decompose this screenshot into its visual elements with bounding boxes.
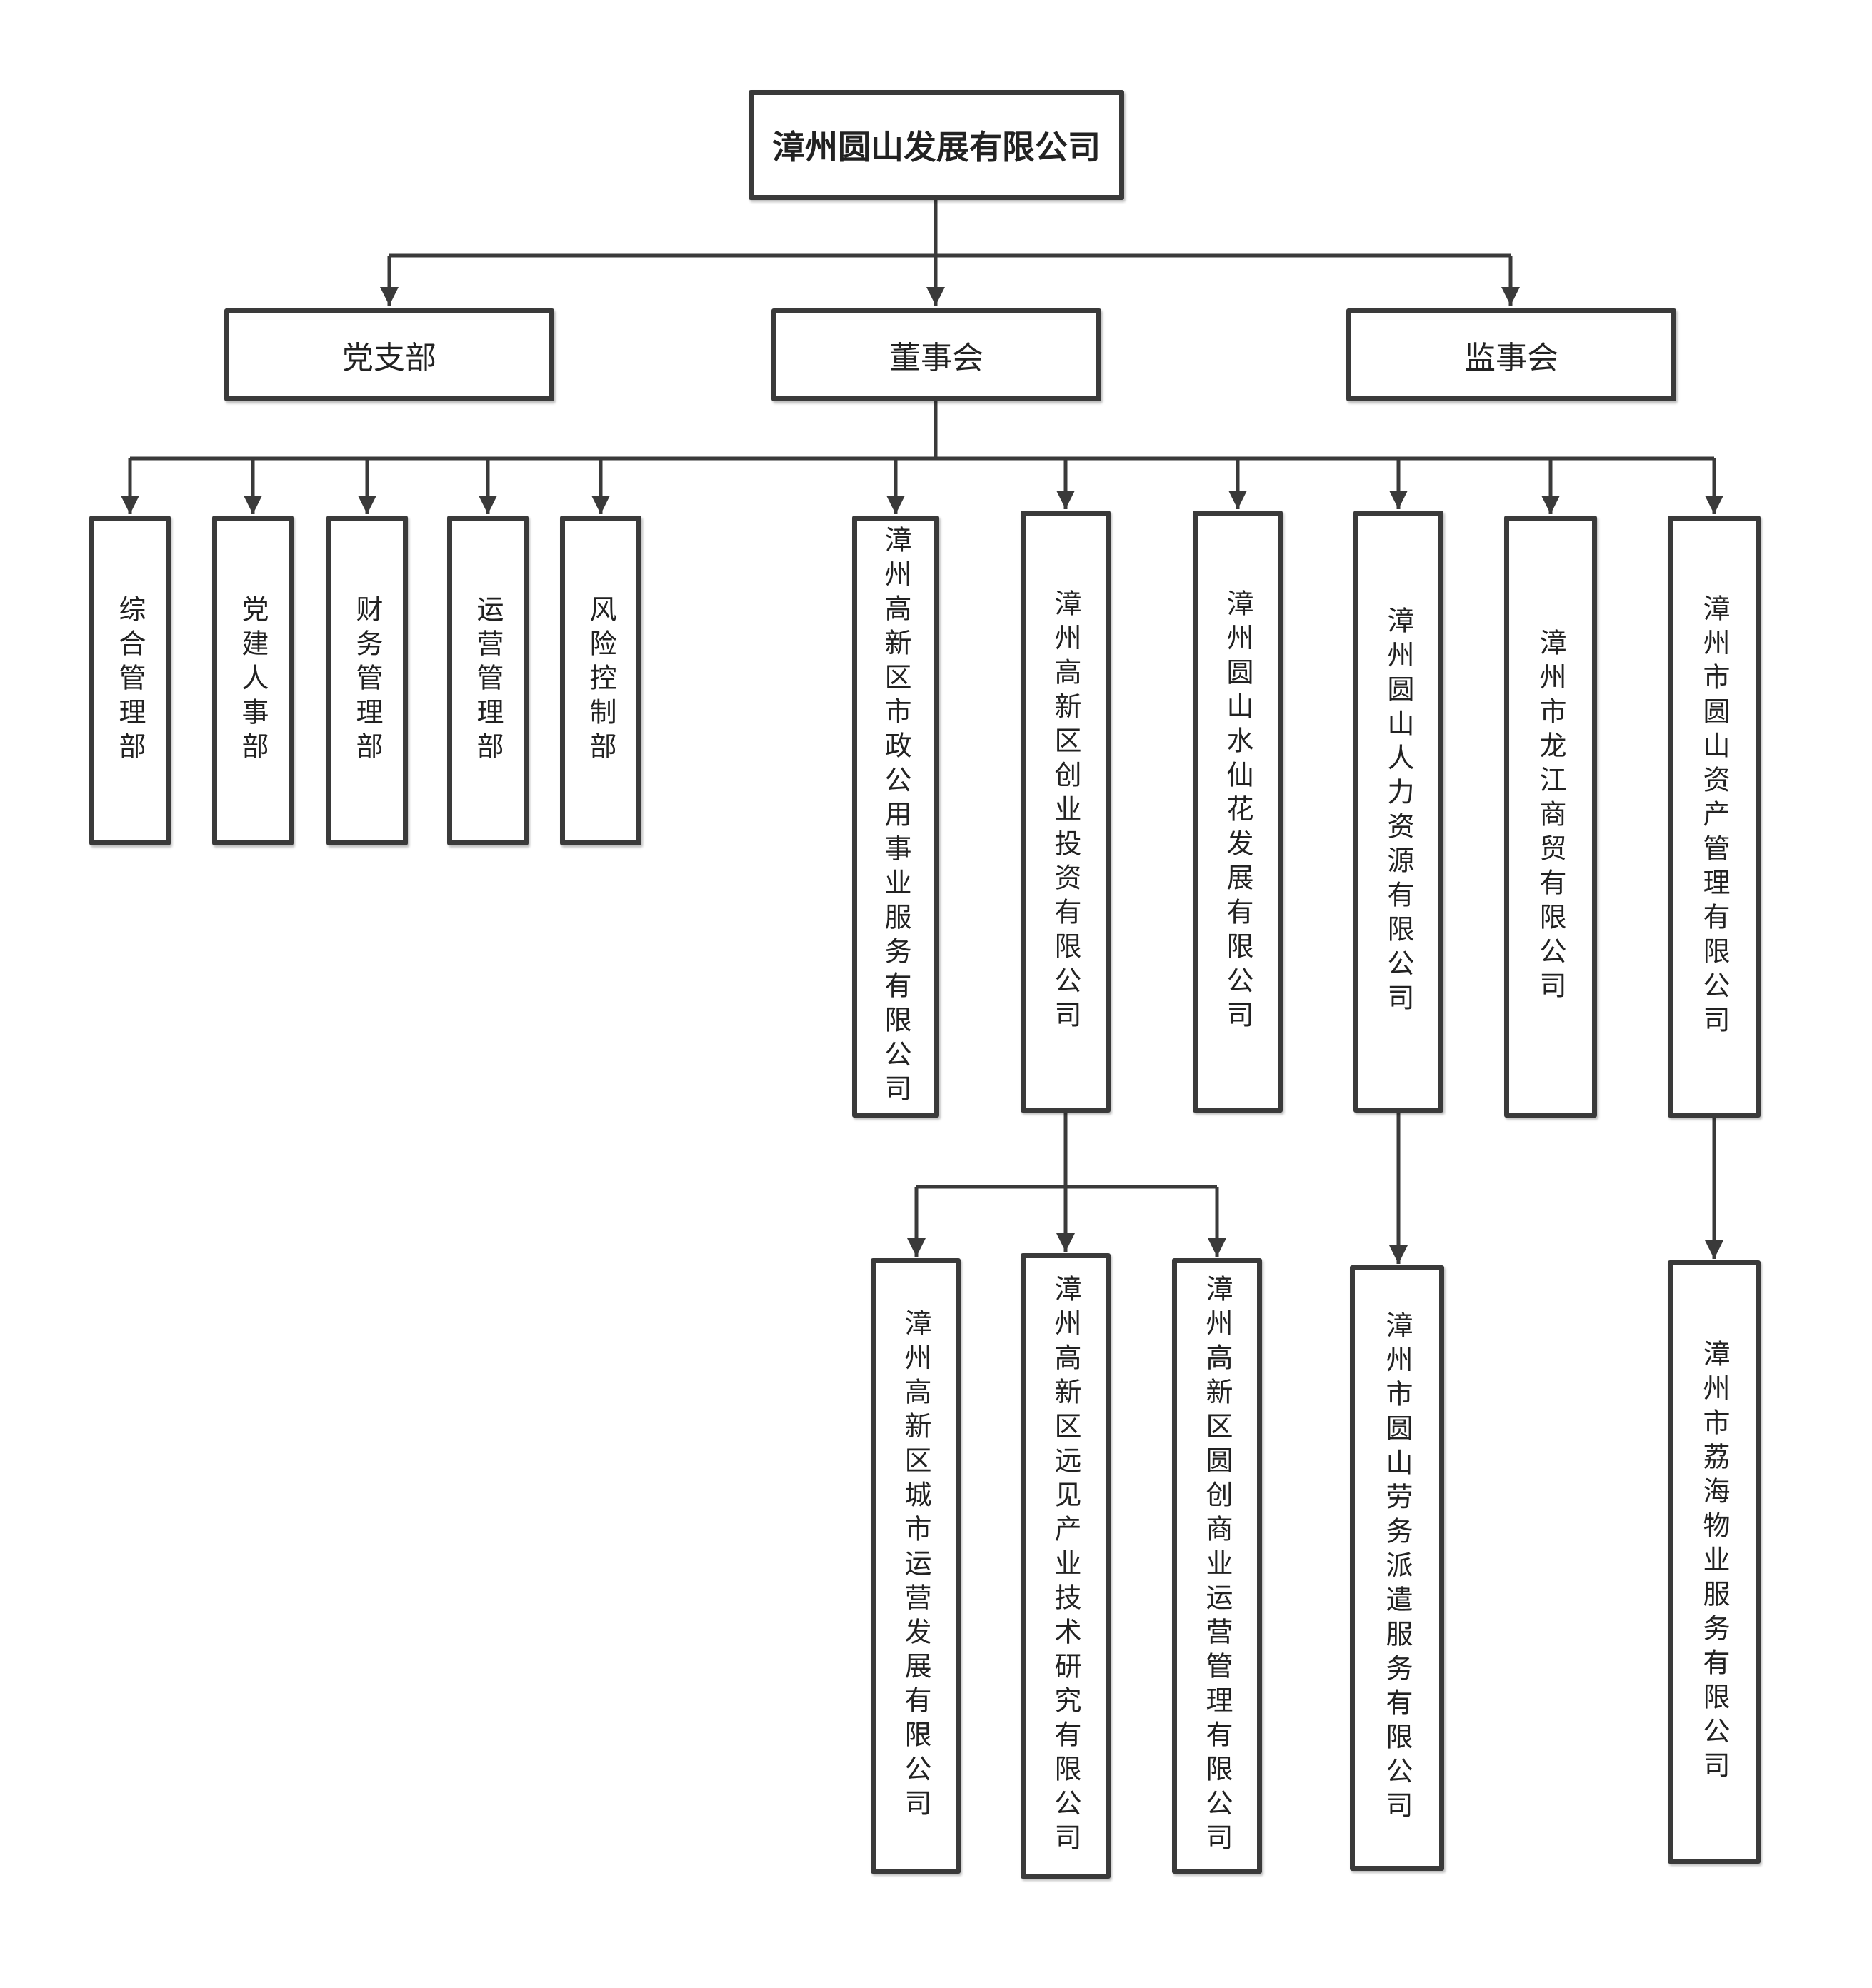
subsidiary-box: 漳州高新区市政公用事业服务有限公司: [852, 516, 939, 1118]
asset-child-label: 漳州市荔海物业服务有限公司: [1698, 1339, 1730, 1785]
venture-child-box: 漳州高新区远见产业技术研究有限公司: [1021, 1253, 1111, 1879]
subsidiary-label: 漳州圆山水仙花发展有限公司: [1222, 588, 1253, 1035]
department-label: 综合管理部: [114, 595, 146, 766]
subsidiary-label: 漳州高新区市政公用事业服务有限公司: [880, 525, 911, 1108]
party-branch-label: 党支部: [342, 340, 436, 376]
subsidiary-box: 漳州圆山人力资源有限公司: [1353, 511, 1443, 1113]
department-box: 党建人事部: [212, 516, 294, 845]
hr-child-label: 漳州市圆山劳务派遣服务有限公司: [1381, 1311, 1413, 1825]
board-of-directors-label: 董事会: [889, 340, 983, 376]
subsidiary-label: 漳州市龙江商贸有限公司: [1535, 628, 1566, 1005]
root-company-box: 漳州圆山发展有限公司: [749, 90, 1124, 200]
subsidiary-box: 漳州市龙江商贸有限公司: [1504, 516, 1597, 1118]
subsidiary-box: 漳州市圆山资产管理有限公司: [1668, 516, 1761, 1118]
department-label: 财务管理部: [351, 595, 383, 766]
subsidiary-box: 漳州圆山水仙花发展有限公司: [1193, 511, 1283, 1113]
subsidiary-label: 漳州高新区创业投资有限公司: [1050, 588, 1081, 1035]
department-label: 风险控制部: [585, 595, 616, 766]
party-branch-box: 党支部: [224, 308, 554, 401]
venture-child-label: 漳州高新区远见产业技术研究有限公司: [1050, 1275, 1081, 1857]
venture-child-box: 漳州高新区圆创商业运营管理有限公司: [1172, 1258, 1262, 1874]
subsidiary-label: 漳州圆山人力资源有限公司: [1383, 606, 1414, 1018]
department-box: 运营管理部: [447, 516, 529, 845]
department-label: 党建人事部: [237, 595, 269, 766]
board-of-supervisors-label: 监事会: [1464, 340, 1558, 376]
hr-child-box: 漳州市圆山劳务派遣服务有限公司: [1350, 1265, 1444, 1871]
venture-child-label: 漳州高新区城市运营发展有限公司: [900, 1309, 931, 1823]
subsidiary-label: 漳州市圆山资产管理有限公司: [1698, 593, 1730, 1040]
venture-child-box: 漳州高新区城市运营发展有限公司: [871, 1258, 961, 1874]
root-company-label: 漳州圆山发展有限公司: [772, 128, 1101, 166]
asset-child-box: 漳州市荔海物业服务有限公司: [1668, 1260, 1761, 1864]
department-box: 风险控制部: [560, 516, 641, 845]
department-label: 运营管理部: [472, 595, 504, 766]
board-of-directors-box: 董事会: [771, 308, 1101, 401]
subsidiary-box: 漳州高新区创业投资有限公司: [1021, 511, 1111, 1113]
board-of-supervisors-box: 监事会: [1346, 308, 1676, 401]
department-box: 财务管理部: [326, 516, 408, 845]
department-box: 综合管理部: [89, 516, 171, 845]
venture-child-label: 漳州高新区圆创商业运营管理有限公司: [1201, 1275, 1233, 1857]
